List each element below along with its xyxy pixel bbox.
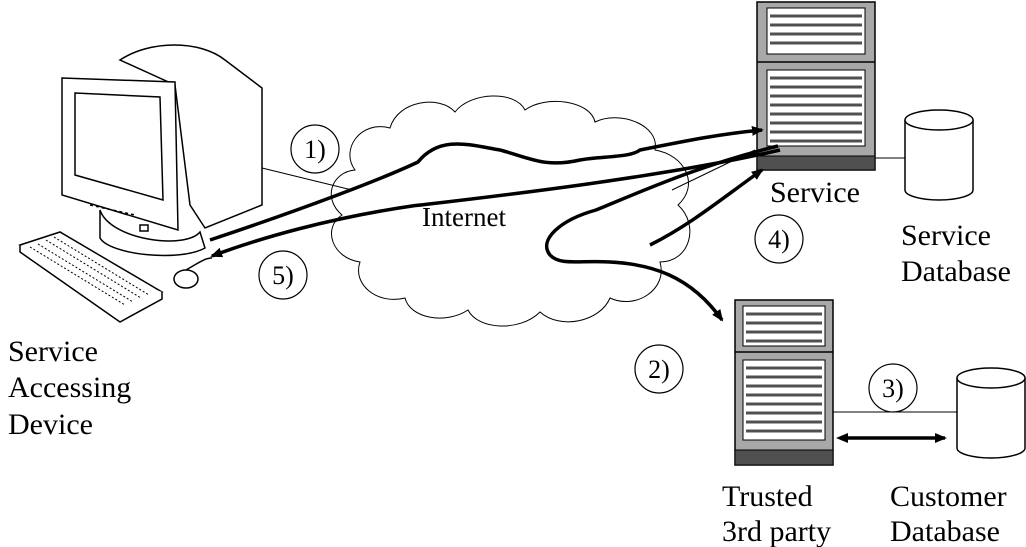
database-icon (904, 109, 974, 201)
customer-database-label-line1: Customer (890, 480, 1007, 513)
flow-arrow-1 (209, 125, 764, 242)
database-icon (956, 367, 1026, 459)
device-label-line2: Accessing (8, 371, 131, 404)
link-device-internet (261, 167, 353, 191)
service-database-label-line2: Database (901, 255, 1011, 288)
step-label: 4) (768, 225, 790, 254)
cloud-icon (330, 95, 691, 327)
step-label: 2) (648, 355, 670, 384)
step-label: 1) (304, 135, 326, 164)
step-label: 5) (272, 261, 294, 290)
customer-database-label-line2: Database (890, 515, 1000, 547)
service-database-label-line1: Service (901, 219, 991, 252)
flow-arrow-4 (649, 168, 764, 247)
server-icon (734, 299, 834, 466)
step-badge-2: 2) (634, 344, 684, 394)
device-label-line3: Device (8, 408, 93, 441)
keyboard-icon (18, 231, 164, 323)
trusted-label-line1: Trusted (722, 480, 813, 513)
step-badge-4: 4) (754, 214, 804, 264)
server-icon (756, 1, 876, 171)
step-label: 3) (882, 374, 904, 403)
step-badge-3: 3) (868, 363, 918, 413)
flow-arrow-5 (210, 148, 781, 258)
device-label-line1: Service (8, 335, 98, 368)
mouse-icon (173, 257, 213, 289)
service-label: Service (770, 176, 860, 209)
step-badge-1: 1) (290, 124, 340, 174)
step-badge-5: 5) (258, 250, 308, 300)
internet-label: Internet (422, 202, 506, 232)
computer-icon (61, 44, 263, 257)
trusted-label-line2: 3rd party (722, 515, 831, 547)
flow-arrow-2 (544, 144, 779, 322)
